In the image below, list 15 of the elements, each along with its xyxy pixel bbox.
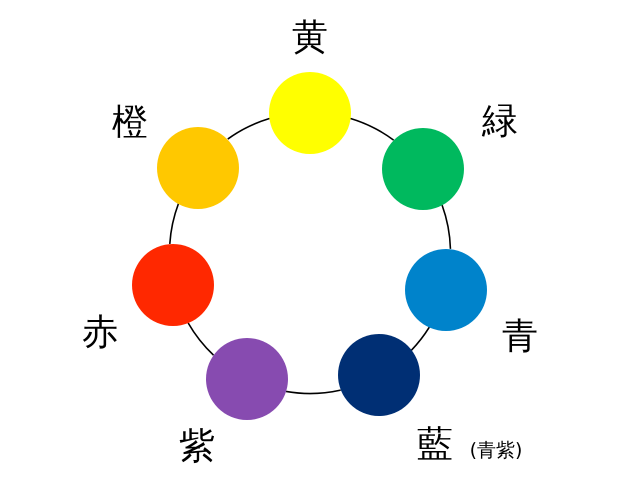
ring-arc	[441, 204, 452, 249]
color-name-label: 青	[502, 319, 538, 355]
color-name-label: 橙	[112, 105, 148, 141]
color-name-label: 藍	[417, 427, 453, 463]
alternate-name-label: (青紫)	[470, 442, 522, 460]
ring-arc	[286, 389, 341, 394]
color-name-label: 緑	[482, 104, 518, 140]
ring-arc	[169, 203, 180, 244]
ring-arc	[188, 322, 214, 356]
color-name-label: 赤	[82, 315, 118, 351]
color-name-label: 紫	[179, 429, 215, 465]
ring-arc	[227, 118, 270, 140]
ring-arc	[350, 118, 394, 141]
color-name-label: 黄	[292, 20, 328, 56]
ring-arc	[410, 326, 430, 351]
